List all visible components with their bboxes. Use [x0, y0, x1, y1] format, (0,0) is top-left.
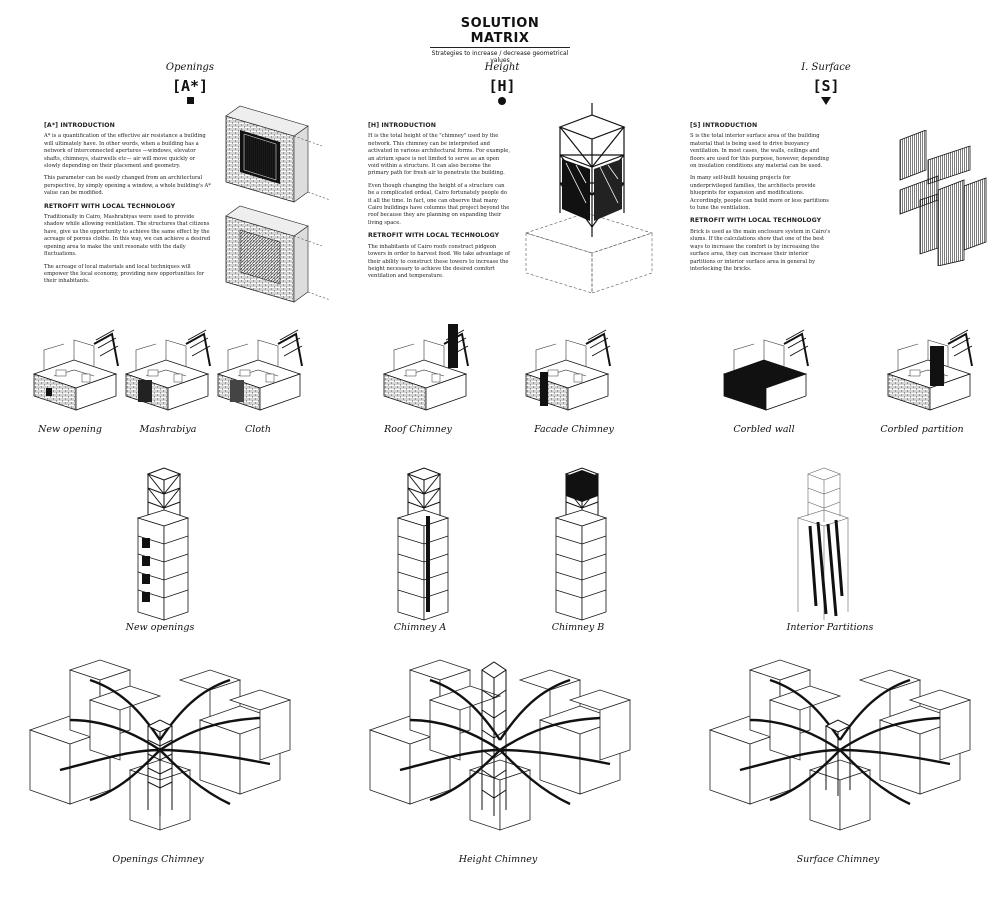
circle-marker-icon: [498, 97, 506, 105]
retrofit-heading: RETROFIT WITH LOCAL TECHNOLOGY: [690, 217, 822, 225]
openings-text-block: [A*] INTRODUCTION A* is a quantification…: [44, 122, 212, 291]
page-subtitle: Strategies to increase / decrease geomet…: [431, 50, 569, 64]
tower-label: Interior Partitions: [786, 622, 874, 633]
room-label: Cloth: [245, 424, 271, 435]
intro-paragraph: S is the total interior surface area of …: [690, 133, 829, 170]
room-label: Mashrabiya: [139, 424, 197, 435]
column-symbol: [H]: [488, 77, 516, 95]
intro-heading: [A*] INTRODUCTION: [44, 122, 115, 129]
height-text-block: [H] INTRODUCTION H is the total height o…: [368, 122, 510, 286]
tower-label: Chimney B: [551, 622, 605, 633]
room-drawings-row: [33, 324, 973, 411]
room-label: Corbled partition: [880, 424, 964, 435]
intro-paragraph: Even though changing the height of a str…: [368, 182, 510, 226]
intro-paragraph: In many self-built housing projects for …: [690, 175, 829, 212]
retrofit-heading: RETROFIT WITH LOCAL TECHNOLOGY: [44, 202, 176, 210]
tower-label: Chimney A: [393, 622, 447, 633]
retrofit-paragraph: Traditionally in Cairo, Mashrabiyas were…: [44, 214, 211, 258]
retrofit-paragraph: The inhabitants of Cairo roofs construct…: [368, 243, 510, 280]
column-header-openings: Openings [A*]: [150, 62, 230, 104]
room-label: Facade Chimney: [534, 424, 614, 435]
retrofit-paragraph: Brick is used as the main enclosure syst…: [690, 228, 831, 272]
intro-heading: [S] INTRODUCTION: [690, 122, 758, 129]
column-caption: Height: [484, 62, 520, 73]
square-marker-icon: [186, 97, 194, 104]
surface-text-block: [S] INTRODUCTION S is the total interior…: [690, 122, 834, 278]
tower-drawings-row: [137, 467, 849, 621]
column-header-surface: I. Surface [S]: [786, 62, 866, 105]
retrofit-heading: RETROFIT WITH LOCAL TECHNOLOGY: [368, 232, 500, 240]
column-caption: I. Surface: [801, 62, 851, 73]
surface-partition-drawing: [899, 130, 987, 266]
page-title-block: SOLUTION MATRIX Strategies to increase /…: [430, 16, 570, 64]
tower-label: New openings: [125, 622, 195, 633]
room-label: Corbled wall: [733, 424, 795, 435]
room-label: New opening: [38, 424, 102, 435]
room-label: Roof Chimney: [384, 424, 452, 435]
city-drawings-row: [28, 658, 972, 832]
height-tower-drawing: [525, 103, 653, 294]
column-symbol: [A*]: [171, 77, 209, 95]
intro-heading: [H] INTRODUCTION: [368, 122, 436, 129]
retrofit-paragraph: The acreage of local materials and local…: [44, 263, 205, 285]
triangle-marker-icon: [821, 97, 831, 105]
column-symbol: [S]: [812, 77, 840, 95]
intro-paragraph: This parameter can be easily changed fro…: [44, 175, 211, 197]
city-label: Height Chimney: [458, 854, 538, 865]
intro-paragraph: H is the total height of the "chimney" u…: [368, 133, 510, 177]
intro-paragraph: A* is a quantification of the effective …: [44, 133, 206, 170]
openings-window-drawing: [225, 105, 331, 303]
city-label: Openings Chimney: [112, 854, 204, 865]
city-label: Surface Chimney: [796, 854, 880, 865]
page-title: SOLUTION MATRIX: [430, 16, 570, 48]
column-caption: Openings: [165, 62, 215, 73]
column-header-height: Height [H]: [462, 62, 542, 105]
